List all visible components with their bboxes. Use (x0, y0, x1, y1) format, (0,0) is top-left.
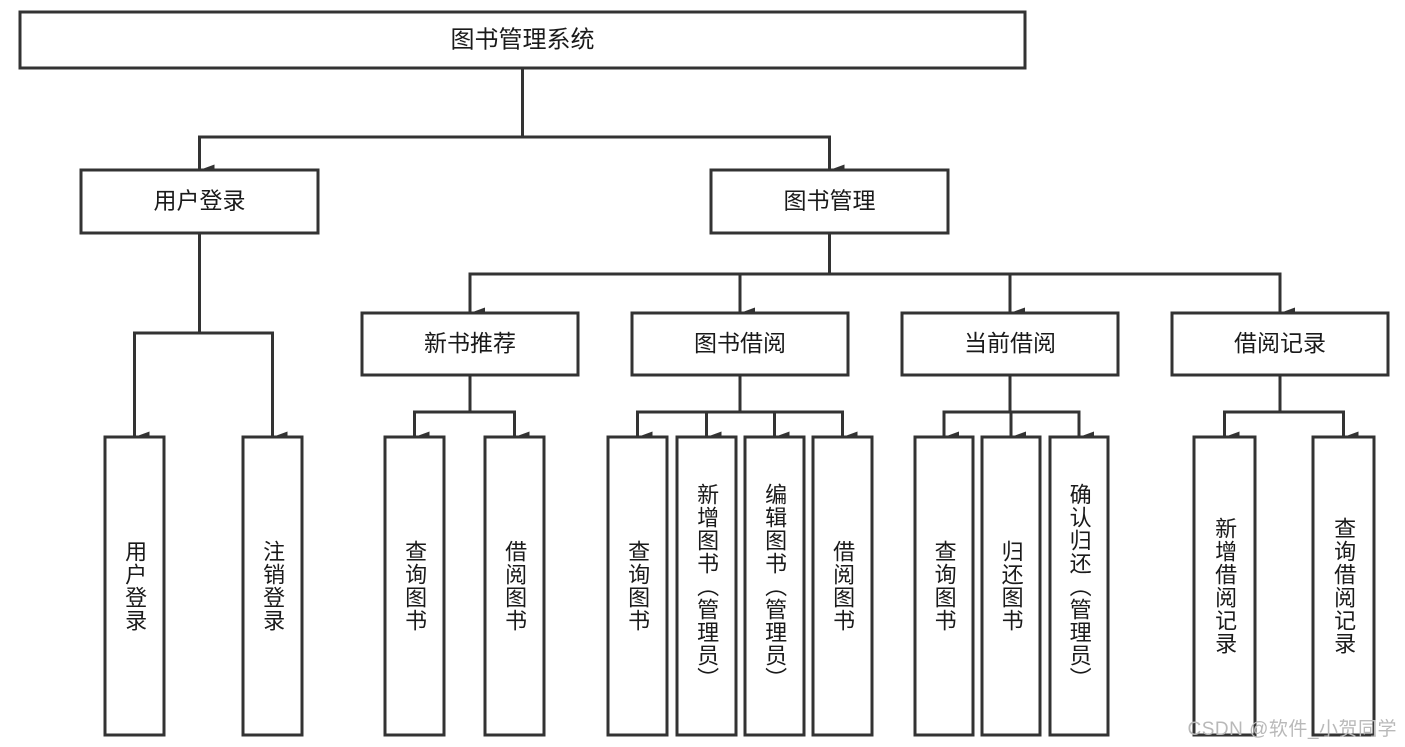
node-boxes (18, 10, 1390, 737)
node-book-management (709, 168, 950, 235)
node-leaf-borrow-book (811, 435, 874, 737)
label-book-management: 图书管理 (784, 188, 876, 214)
node-leaf-logout (241, 435, 304, 737)
node-leaf-confirm-return (1048, 435, 1110, 737)
watermark-label: CSDN @软件_小贺同学 (1187, 719, 1397, 740)
node-leaf-edit-book (743, 435, 806, 737)
node-book-borrow (630, 311, 850, 377)
label-current-borrow: 当前借阅 (964, 330, 1056, 356)
node-leaf-query-book-recommend (383, 435, 446, 737)
label-book-borrow: 图书借阅 (694, 330, 786, 356)
node-borrow-record (1170, 311, 1390, 377)
node-leaf-query-book-borrow (606, 435, 669, 737)
label-borrow-record: 借阅记录 (1234, 330, 1326, 356)
node-leaf-query-book-current (913, 435, 975, 737)
node-user-login (79, 168, 320, 235)
connector-lines (133, 66, 1359, 443)
node-new-book-recommend (360, 311, 580, 377)
node-leaf-add-borrow-record (1192, 435, 1257, 737)
node-leaf-query-borrow-record (1311, 435, 1376, 737)
node-leaf-borrow-book-recommend (483, 435, 546, 737)
label-root: 图书管理系统 (451, 26, 595, 53)
node-current-borrow (900, 311, 1120, 377)
label-new-book-recommend: 新书推荐 (424, 330, 516, 356)
node-leaf-add-book (675, 435, 738, 737)
node-root (18, 10, 1027, 70)
node-leaf-return-book (980, 435, 1042, 737)
label-user-login: 用户登录 (154, 188, 246, 214)
node-leaf-user-login (103, 435, 166, 737)
